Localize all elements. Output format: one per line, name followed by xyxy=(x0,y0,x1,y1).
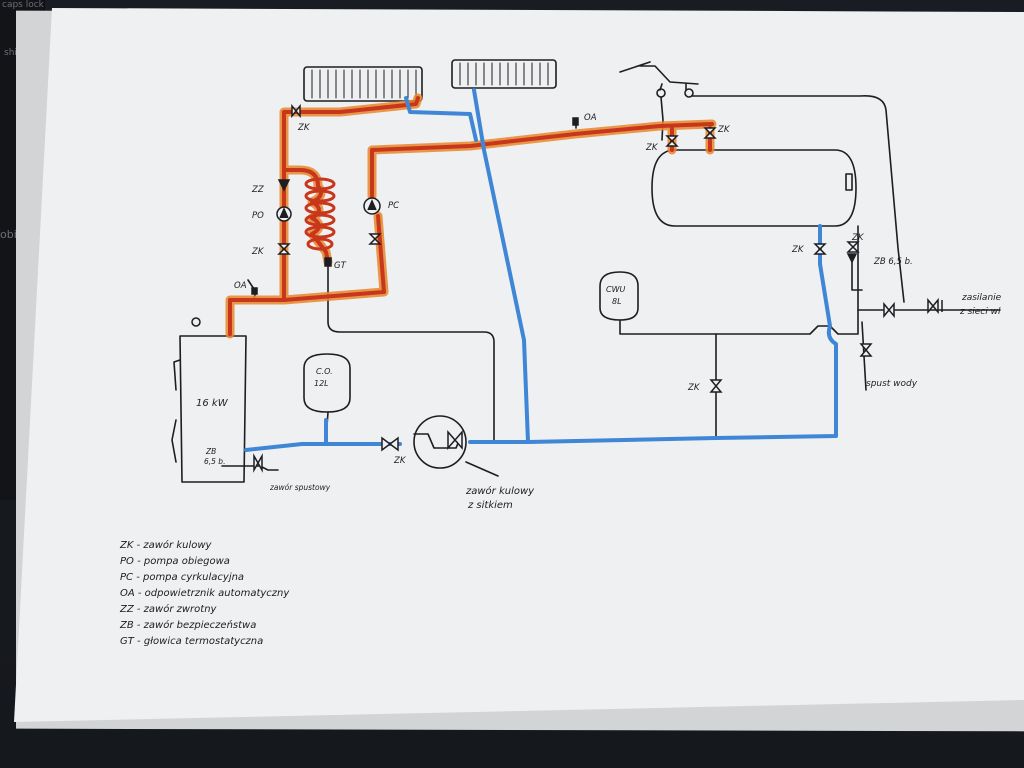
drain-valve-right xyxy=(859,343,873,357)
label-zz: ZZ xyxy=(251,185,264,195)
ink-lines xyxy=(171,59,1001,483)
zk-supply-valve-2 xyxy=(927,297,939,315)
zk-valve-cold-inlet xyxy=(846,241,860,253)
label-supply-2: z sieci wl xyxy=(959,307,1001,317)
radiator-1 xyxy=(303,66,423,102)
zk-valve-cylinder-left xyxy=(665,135,679,147)
label-zk-tank-left: ZK xyxy=(645,143,659,153)
boiler-body xyxy=(179,335,247,483)
pc-valve xyxy=(368,233,382,245)
caps-lock-key-label: caps lock xyxy=(2,0,44,10)
pc-pump-arrow xyxy=(367,199,377,211)
shower-feed-left xyxy=(660,96,664,141)
label-cwu: CWU xyxy=(606,285,625,294)
shift-key-label: shift xyxy=(4,48,24,58)
zk-valve-right-pipe xyxy=(813,243,827,255)
zk-valve-cylinder-right xyxy=(703,127,717,139)
cold-return-main xyxy=(468,224,838,444)
label-zb-boiler-2: 6,5 b. xyxy=(204,457,225,466)
return-pipes-cold xyxy=(244,88,838,452)
boiler-side-detail xyxy=(171,359,181,463)
zk-valve-left xyxy=(277,243,291,255)
label-zk-right-pipe2: ZK xyxy=(851,233,865,243)
cold-radiator-return xyxy=(404,96,478,142)
strainer-ball-valve xyxy=(447,430,463,450)
cold-riser xyxy=(472,88,530,444)
bypass-line xyxy=(327,265,495,441)
hot-main xyxy=(370,122,714,198)
label-boiler-power: 16 kW xyxy=(196,398,229,409)
paper-sheet xyxy=(14,8,1024,722)
boiler-gauge xyxy=(191,317,201,327)
label-zk-mid: ZK xyxy=(687,383,701,393)
label-oa-left: OA xyxy=(234,281,247,291)
diagram-labels: ZK ZZ PO ZK PC GT OA OA ZK ZK ZK ZK ZB 6… xyxy=(196,113,1002,511)
legend-item-zk: ZK - zawór kulowy xyxy=(119,539,213,551)
boiler-drain-valve xyxy=(253,453,263,473)
supply-pipes-hot xyxy=(225,93,717,339)
label-zk-top: ZK xyxy=(297,123,311,133)
oa-air-vent-top xyxy=(572,117,579,126)
strainer-leader xyxy=(465,461,499,477)
boiler-drain-line xyxy=(221,465,279,471)
label-ball-valve-1: zawór kulowy xyxy=(465,485,535,497)
oa-air-vent-left xyxy=(251,287,258,295)
circulation-return-line xyxy=(691,94,905,303)
fittings xyxy=(191,103,943,473)
label-zk-tank-right: ZK xyxy=(717,125,731,135)
label-po: PO xyxy=(252,211,264,221)
zb-safety-valve-tank xyxy=(846,253,858,264)
legend: ZK - zawór kulowy PO - pompa obiegowa PC… xyxy=(119,539,290,647)
legend-item-po: PO - pompa obiegowa xyxy=(120,556,230,567)
label-zk-right-pipe: ZK xyxy=(791,245,805,255)
hot-pc-return xyxy=(282,214,386,302)
radiator-1-fins xyxy=(311,69,417,99)
label-drain-valve: zawór spustowy xyxy=(269,483,331,492)
label-co-volume: 12L xyxy=(314,379,329,388)
zk-valve-top xyxy=(291,103,301,119)
gt-thermostatic-head xyxy=(324,257,332,267)
label-zk-bottom: ZK xyxy=(393,456,407,466)
hot-riser xyxy=(228,96,420,336)
label-pc: PC xyxy=(388,201,399,211)
zk-valve-bottom xyxy=(381,436,399,452)
label-cwu-volume: 8L xyxy=(612,297,622,306)
shower-valve-right xyxy=(684,88,694,98)
shower-head xyxy=(619,61,699,91)
label-water-drain: spust wody xyxy=(866,379,918,389)
legend-item-gt: GT - głowica termostatyczna xyxy=(120,636,263,647)
label-ball-valve-2: z sitkiem xyxy=(467,500,513,511)
label-gt: GT xyxy=(334,261,347,271)
heat-exchanger-coil xyxy=(304,177,336,251)
legend-item-pc: PC - pompa cyrkulacyjna xyxy=(120,572,244,583)
cold-boiler-return xyxy=(244,442,402,452)
label-zb-boiler-1: ZB xyxy=(205,447,216,456)
label-supply-1: zasilanie xyxy=(961,293,1002,303)
legend-item-zz: ZZ - zawór zwrotny xyxy=(119,603,218,615)
cwu-expansion-tank xyxy=(599,271,639,321)
label-oa-top: OA xyxy=(584,113,597,123)
po-pump-arrow xyxy=(279,207,289,219)
cylinder-sensor xyxy=(845,173,853,191)
label-co: C.O. xyxy=(316,367,333,376)
legend-item-zb: ZB - zawór bezpieczeństwa xyxy=(119,619,256,631)
ball-valve-strainer-circle xyxy=(413,415,467,469)
zk-supply-valve-1 xyxy=(883,301,895,319)
co-expansion-tank xyxy=(303,353,351,413)
zk-valve-mid xyxy=(709,379,723,393)
label-zb-tank: ZB 6,5 b. xyxy=(873,257,913,267)
hot-water-cylinder xyxy=(651,149,857,227)
radiator-2-fins xyxy=(459,62,549,86)
cwu-feed-line xyxy=(619,225,859,335)
label-zk-left: ZK xyxy=(251,247,265,257)
zz-check-valve xyxy=(277,179,291,192)
legend-item-oa: OA - odpowietrznik automatyczny xyxy=(120,588,290,599)
radiator-2 xyxy=(451,59,557,89)
